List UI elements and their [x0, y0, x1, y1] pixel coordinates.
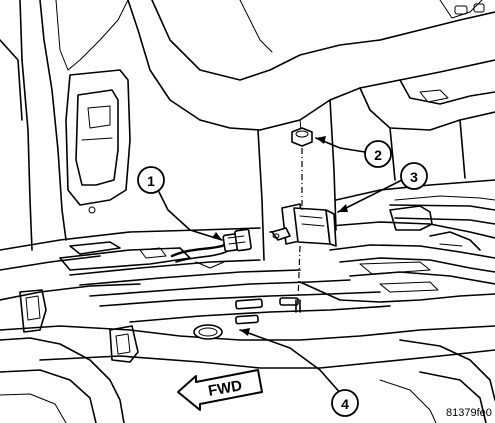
callout-4: 4	[331, 389, 359, 417]
fwd-label: FWD	[207, 377, 244, 400]
floor-stud	[295, 299, 301, 313]
forward-direction-arrow: FWD	[177, 369, 263, 411]
mounting-nut	[291, 127, 313, 147]
sensor-module	[271, 203, 337, 247]
floor-pan	[0, 221, 495, 423]
callout-3: 3	[400, 162, 428, 190]
callout-2: 2	[364, 140, 392, 168]
figure-id: 81379fe0	[446, 407, 492, 419]
svg-text:3: 3	[410, 169, 418, 185]
callout-1: 1	[137, 166, 165, 194]
svg-text:2: 2	[374, 147, 382, 163]
svg-text:1: 1	[147, 173, 155, 189]
installation-axis-line-lower	[297, 245, 301, 301]
callout-leaders	[155, 136, 407, 396]
body-structure	[0, 0, 495, 261]
wiring-harness-connector	[170, 228, 252, 269]
svg-text:4: 4	[341, 396, 349, 412]
